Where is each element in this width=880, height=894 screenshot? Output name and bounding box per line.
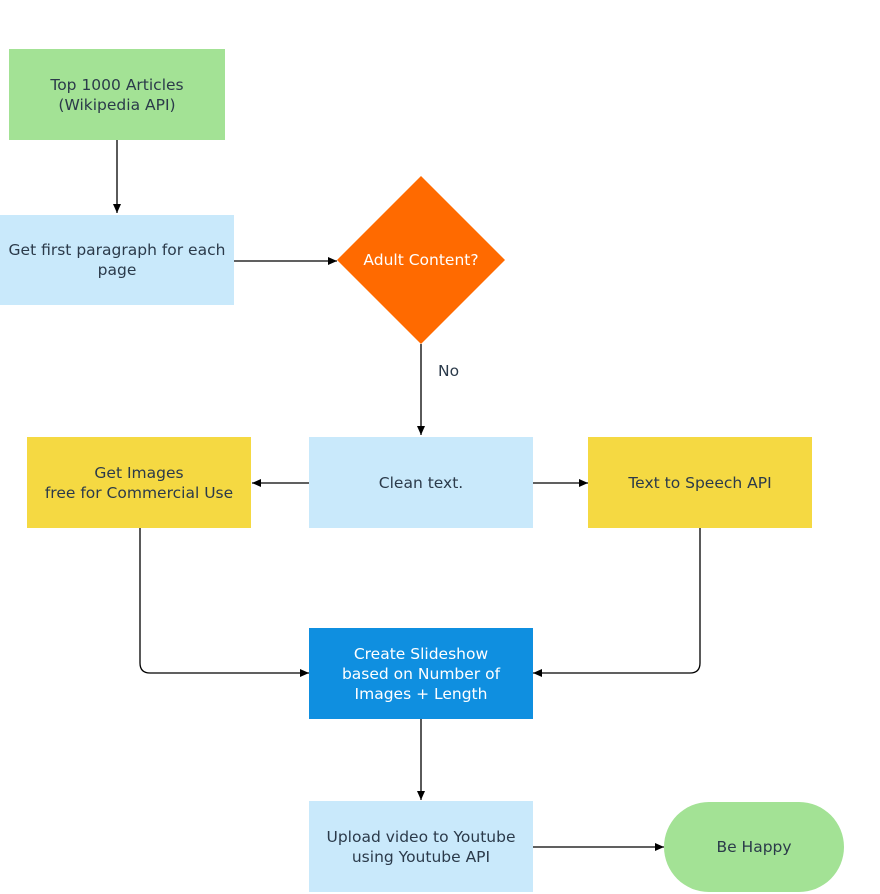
decision-label: Adult Content? xyxy=(363,251,479,269)
edge-label-no: No xyxy=(438,362,460,380)
process-node-first-paragraph: Get first paragraph for each page xyxy=(0,215,234,305)
process-node-text-to-speech: Text to Speech API xyxy=(588,437,812,528)
end-node-be-happy: Be Happy xyxy=(664,802,844,892)
process-node-clean-text: Clean text. xyxy=(309,437,533,528)
process-node-upload-video: Upload video to Youtube using Youtube AP… xyxy=(309,801,533,892)
process-node-get-images: Get Images free for Commercial Use xyxy=(27,437,251,528)
arrow-tts-to-slideshow xyxy=(533,528,701,677)
process-node-create-slideshow: Create Slideshow based on Number of Imag… xyxy=(309,628,533,719)
start-node-top-articles: Top 1000 Articles (Wikipedia API) xyxy=(9,49,225,140)
arrow-images-to-slideshow xyxy=(139,528,309,677)
decision-diamond xyxy=(337,176,505,344)
